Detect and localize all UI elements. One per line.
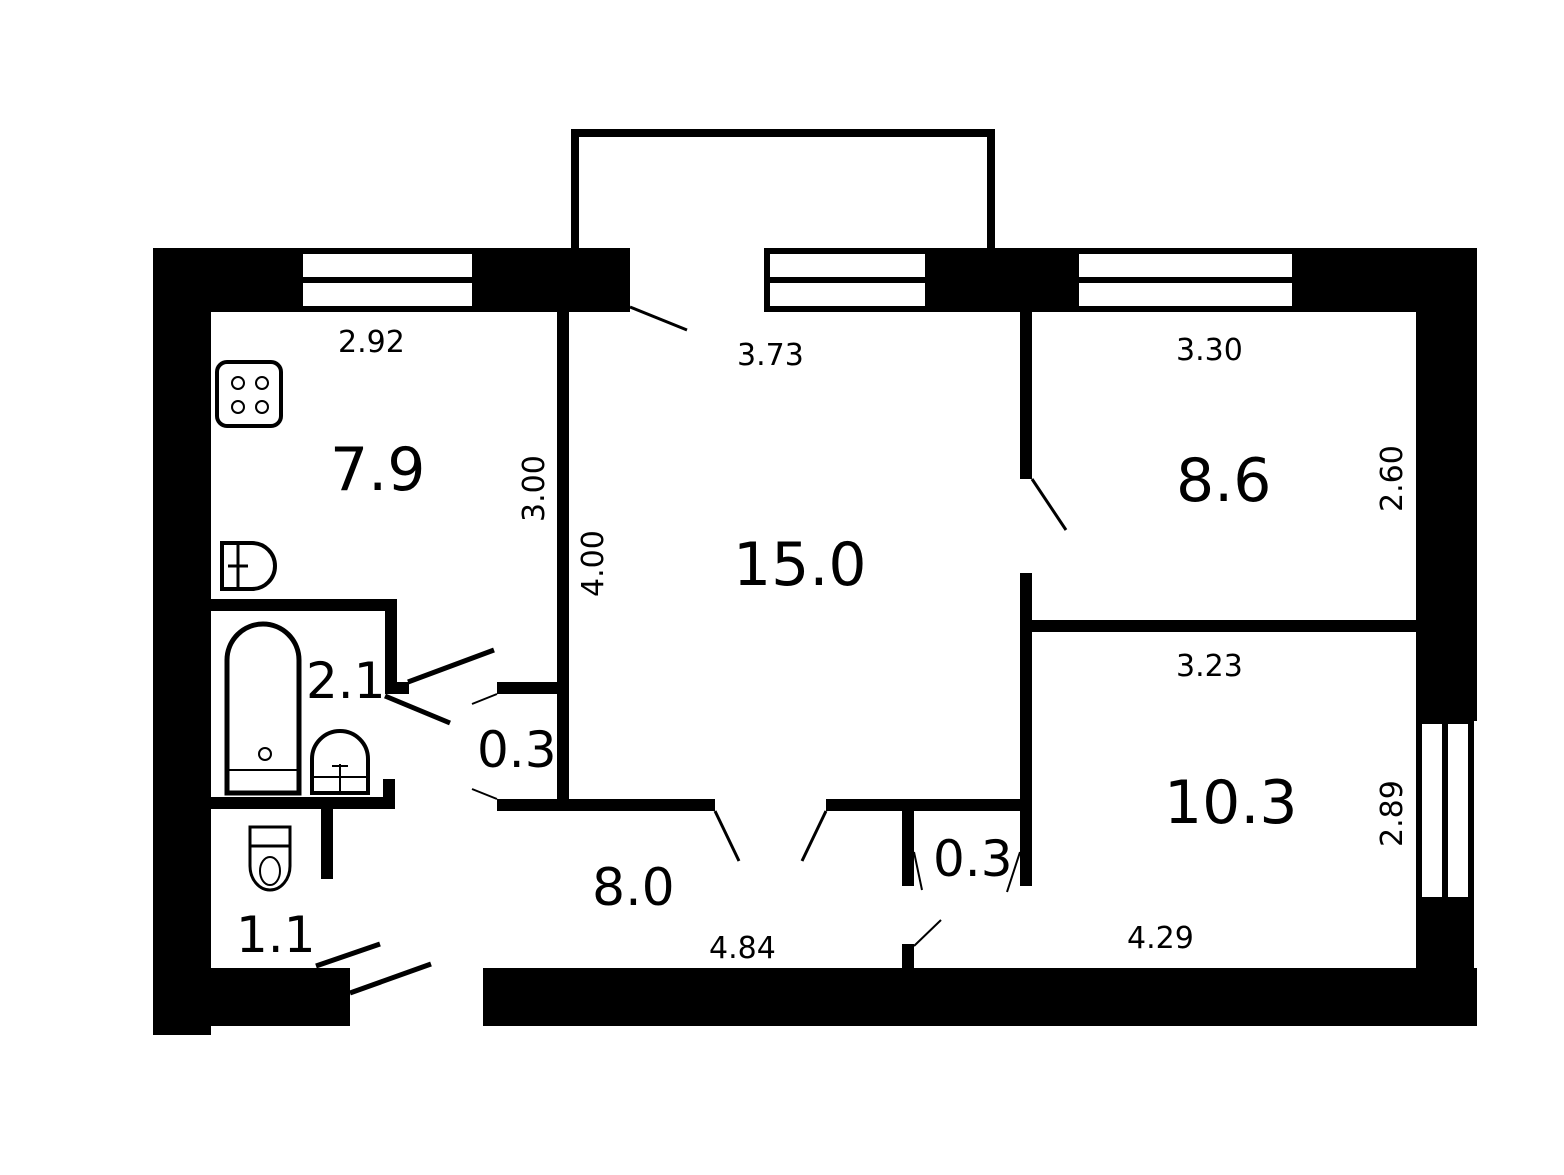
wall-living-bedroom-upper <box>1020 312 1032 479</box>
wall-bottom-right <box>483 968 1477 1026</box>
door-swings <box>315 305 1068 996</box>
wall-closet-top <box>497 682 557 694</box>
door-toilet <box>315 941 381 969</box>
wall-living-hall-right <box>826 799 1032 811</box>
kitchen-sink-icon <box>220 541 277 591</box>
living-area: 15.0 <box>733 530 867 600</box>
interior-walls <box>211 312 1416 968</box>
wall-kitchen-bath <box>211 599 397 611</box>
bedroom-1-length: 3.30 <box>1176 333 1243 368</box>
door-closet-1-bottom <box>471 788 498 800</box>
closet-1-area: 0.3 <box>477 721 557 779</box>
wall-bottom-left <box>153 968 350 1026</box>
wall-toilet-right <box>321 809 333 879</box>
door-bath <box>384 693 451 726</box>
door-closet-1-top <box>471 693 498 705</box>
bathtub-icon <box>224 621 302 796</box>
wall-top-pier-1 <box>475 248 630 312</box>
wall-bath-right-lower <box>383 779 395 801</box>
bedroom-1-area: 8.6 <box>1176 446 1272 516</box>
closet-2-area: 0.3 <box>933 830 1013 888</box>
kitchen-area: 7.9 <box>330 435 426 505</box>
wall-top-left <box>153 248 300 312</box>
stove-icon <box>215 360 283 428</box>
balcony <box>571 129 995 248</box>
toilet-icon <box>248 825 292 892</box>
hallway-area: 8.0 <box>592 858 675 918</box>
door-living-left <box>713 810 741 862</box>
wall-closet-2-stub <box>902 944 914 968</box>
bedroom-1-width: 2.60 <box>1375 445 1410 512</box>
wall-left <box>153 248 211 1035</box>
wall-right-upper <box>1416 248 1477 721</box>
door-entrance <box>349 961 432 996</box>
bedroom-2-area: 10.3 <box>1164 768 1298 838</box>
wall-kitchen-living <box>557 312 569 804</box>
living-width: 4.00 <box>576 530 611 597</box>
living-length: 3.73 <box>737 338 804 373</box>
door-closet-2-c <box>913 919 942 947</box>
door-bedroom-1 <box>1030 478 1068 531</box>
wall-bath-toilet <box>211 797 395 809</box>
bathroom-area: 2.1 <box>306 652 386 710</box>
kitchen-width: 3.00 <box>517 455 552 522</box>
kitchen-length: 2.92 <box>338 325 405 360</box>
bedroom-2-width: 2.89 <box>1375 780 1410 847</box>
wall-closet-2-left <box>902 811 914 886</box>
exterior-walls <box>153 248 1477 1035</box>
wall-bedrooms <box>1032 620 1416 632</box>
door-kitchen <box>407 647 495 685</box>
windows <box>297 248 1474 903</box>
door-balcony <box>629 305 688 332</box>
bedroom-2-length: 3.23 <box>1176 649 1243 684</box>
door-closet-2-b <box>1006 851 1021 893</box>
hallway-length: 4.84 <box>709 931 776 966</box>
wall-living-hall-left <box>497 799 715 811</box>
corridor-length: 4.29 <box>1127 921 1194 956</box>
toilet-area: 1.1 <box>236 906 316 964</box>
wall-bath-right-upper <box>385 599 397 684</box>
bath-sink-icon <box>310 729 370 795</box>
door-living-right <box>800 810 828 862</box>
wall-bath-right-stub <box>385 682 409 694</box>
wall-top-pier-2 <box>928 248 1076 312</box>
door-closet-2-a <box>913 851 923 891</box>
